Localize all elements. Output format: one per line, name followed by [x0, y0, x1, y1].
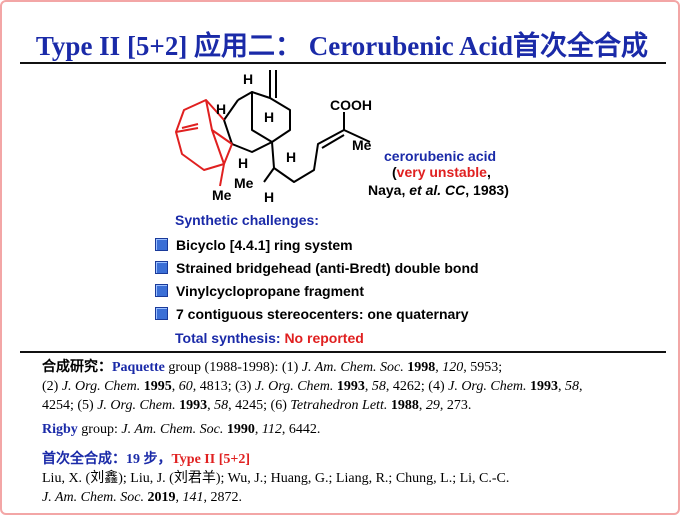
ref-etal: et al. CC	[409, 182, 466, 198]
total-synthesis-status: Total synthesis: No reported	[175, 330, 364, 346]
volume: 112	[261, 422, 282, 437]
rigby-name: Rigby	[42, 422, 78, 437]
volume: 58	[565, 379, 580, 394]
journal: J. Am. Chem. Soc.	[42, 490, 144, 505]
volume: 58	[371, 379, 386, 394]
pages: , 5953;	[463, 360, 503, 375]
studies-label: 合成研究：	[42, 360, 112, 375]
bullet-square-icon	[155, 261, 168, 274]
volume: 120	[442, 360, 464, 375]
side-chain-double-bond	[321, 134, 345, 149]
year: 1998	[407, 360, 436, 375]
h-label-mid: H	[264, 109, 274, 125]
h-label-center: H	[238, 155, 248, 171]
journal: J. Am. Chem. Soc.	[301, 360, 404, 375]
seven-ring-bond	[175, 99, 233, 171]
stability-value: very unstable	[396, 164, 487, 180]
ref-year: , 1983)	[465, 182, 509, 198]
journal: J. Am. Chem. Soc.	[121, 422, 224, 437]
journal: J. Org. Chem.	[61, 379, 141, 394]
atom-labels: H H H H H H Me Me Me COOH	[212, 71, 372, 205]
ring-junction-bond	[237, 91, 253, 130]
volume: 58	[214, 398, 229, 413]
h-label-left: H	[216, 101, 226, 117]
me-label-left: Me	[212, 187, 232, 203]
stability-open: (	[392, 164, 397, 180]
me-label-right: Me	[352, 137, 372, 153]
methyl-bond	[263, 167, 275, 183]
compound-name: cerorubenic acid	[384, 148, 497, 164]
volume: 141	[182, 490, 204, 505]
cooh-label: COOH	[330, 97, 372, 113]
ref-number: (2)	[42, 379, 62, 394]
stability-close: ,	[486, 164, 491, 180]
volume: 29	[425, 398, 440, 413]
year: 2019	[147, 490, 176, 505]
stability-note: (very unstable,	[392, 164, 491, 180]
isolation-reference: Naya, et al. CC, 1983)	[368, 182, 509, 198]
challenge-item: 7 contiguous stereocenters: one quaterna…	[155, 306, 469, 322]
pages: , 2872.	[203, 490, 243, 505]
journal: J. Org. Chem.	[448, 379, 527, 394]
first-synthesis-label: 首次全合成：19 步，	[42, 452, 172, 467]
pages: , 273.	[439, 398, 472, 413]
challenge-item: Strained bridgehead (anti-Bredt) double …	[155, 260, 479, 276]
bullet-square-icon	[155, 284, 168, 297]
year: 1993	[530, 379, 559, 394]
bullet-square-icon	[155, 307, 168, 320]
journal: Tetrahedron Lett.	[290, 398, 388, 413]
first-synthesis-type: Type II [5+2]	[171, 452, 251, 467]
total-value: No reported	[284, 330, 364, 346]
pages: , 4813; (3)	[192, 379, 255, 394]
year: 1995	[143, 379, 172, 394]
challenge-item: Bicyclo [4.4.1] ring system	[155, 237, 353, 253]
first-total-synthesis: 首次全合成：19 步，Type II [5+2] Liu, X. (刘鑫); L…	[42, 452, 510, 505]
paquette-name: Paquette	[112, 360, 165, 375]
bullet-square-icon	[155, 238, 168, 251]
cyclopropane-bond	[211, 129, 225, 165]
ref-authors: Naya,	[368, 182, 410, 198]
year: 1988	[390, 398, 419, 413]
section-divider	[20, 351, 666, 353]
anti-bredt-double-bond	[175, 123, 199, 133]
cerorubenic-acid-structure: H H H H H H Me Me Me COOH	[175, 70, 372, 205]
journal: J. Org. Chem.	[254, 379, 334, 394]
slide-title: Type II [5+2] 应用二： Cerorubenic Acid首次全合成	[35, 31, 649, 61]
h-label-right: H	[286, 149, 296, 165]
methyl-bond-red	[219, 163, 225, 187]
pages: ,	[579, 379, 583, 394]
year: 1990	[226, 422, 255, 437]
exo-methylene-bond	[269, 70, 277, 98]
pages: , 6442.	[281, 422, 321, 437]
total-label: Total synthesis:	[175, 330, 285, 346]
author-list: Liu, X. (刘鑫); Liu, J. (刘君羊); Wu, J.; Hua…	[42, 471, 510, 486]
challenge-item: Vinylcyclopropane fragment	[155, 283, 364, 299]
challenge-text: Strained bridgehead (anti-Bredt) double …	[176, 260, 479, 276]
rigby-rest: group:	[77, 422, 122, 437]
pages: , 4262; (4)	[385, 379, 449, 394]
challenge-text: Vinylcyclopropane fragment	[176, 283, 365, 299]
challenge-text: 7 contiguous stereocenters: one quaterna…	[176, 306, 469, 322]
pages: 4254; (5)	[42, 398, 98, 413]
year: 1993	[336, 379, 365, 394]
paquette-rest: group (1988-1998): (1)	[164, 360, 302, 375]
challenges-heading: Synthetic challenges:	[175, 212, 319, 228]
rigby-reference: Rigby group: J. Am. Chem. Soc. 1990, 112…	[42, 422, 321, 437]
volume: 60	[178, 379, 193, 394]
journal: J. Org. Chem.	[97, 398, 176, 413]
challenge-text: Bicyclo [4.4.1] ring system	[176, 237, 353, 253]
bridge-bond	[205, 99, 233, 145]
me-label-center: Me	[234, 175, 254, 191]
h-label-top: H	[243, 71, 253, 87]
synthetic-studies-references: 合成研究：Paquette group (1988-1998): (1) J. …	[42, 360, 583, 413]
title-divider	[20, 62, 666, 64]
pages: , 4245; (6)	[228, 398, 291, 413]
h-label-bottom: H	[264, 189, 274, 205]
year: 1993	[179, 398, 208, 413]
